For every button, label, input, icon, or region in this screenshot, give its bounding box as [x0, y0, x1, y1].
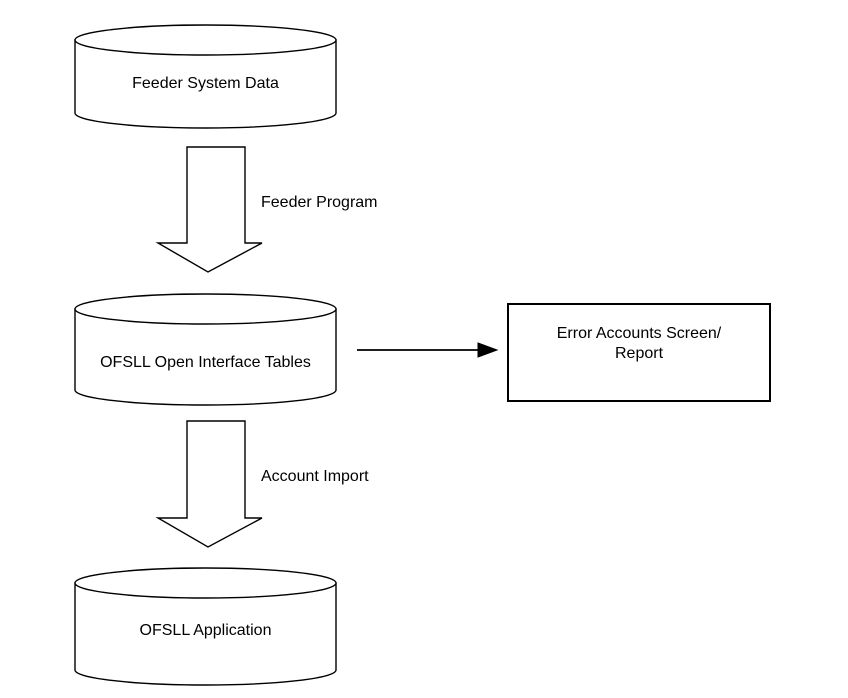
cylinder-body	[74, 582, 337, 686]
edge-account-import-arrow[interactable]	[155, 420, 263, 548]
cylinder-top-ellipse	[74, 567, 337, 599]
node-ofsll-open-interface-tables[interactable]	[74, 293, 337, 406]
cylinder-top-ellipse	[74, 293, 337, 325]
block-arrow-down	[155, 420, 263, 548]
arrow-head	[477, 342, 499, 358]
edge-label-feeder-program: Feeder Program	[261, 194, 378, 211]
block-arrow-down	[155, 146, 263, 273]
rectangle-body	[507, 303, 771, 402]
edge-feeder-program-arrow[interactable]	[155, 146, 263, 273]
edge-error-report-arrow[interactable]	[357, 342, 499, 358]
node-ofsll-application[interactable]	[74, 567, 337, 686]
cylinder-body	[74, 39, 337, 129]
node-error-accounts-screen-report[interactable]	[507, 303, 771, 402]
cylinder-body	[74, 308, 337, 406]
cylinder-top-ellipse	[74, 24, 337, 56]
edge-label-account-import: Account Import	[261, 468, 369, 485]
node-feeder-system-data[interactable]	[74, 24, 337, 129]
